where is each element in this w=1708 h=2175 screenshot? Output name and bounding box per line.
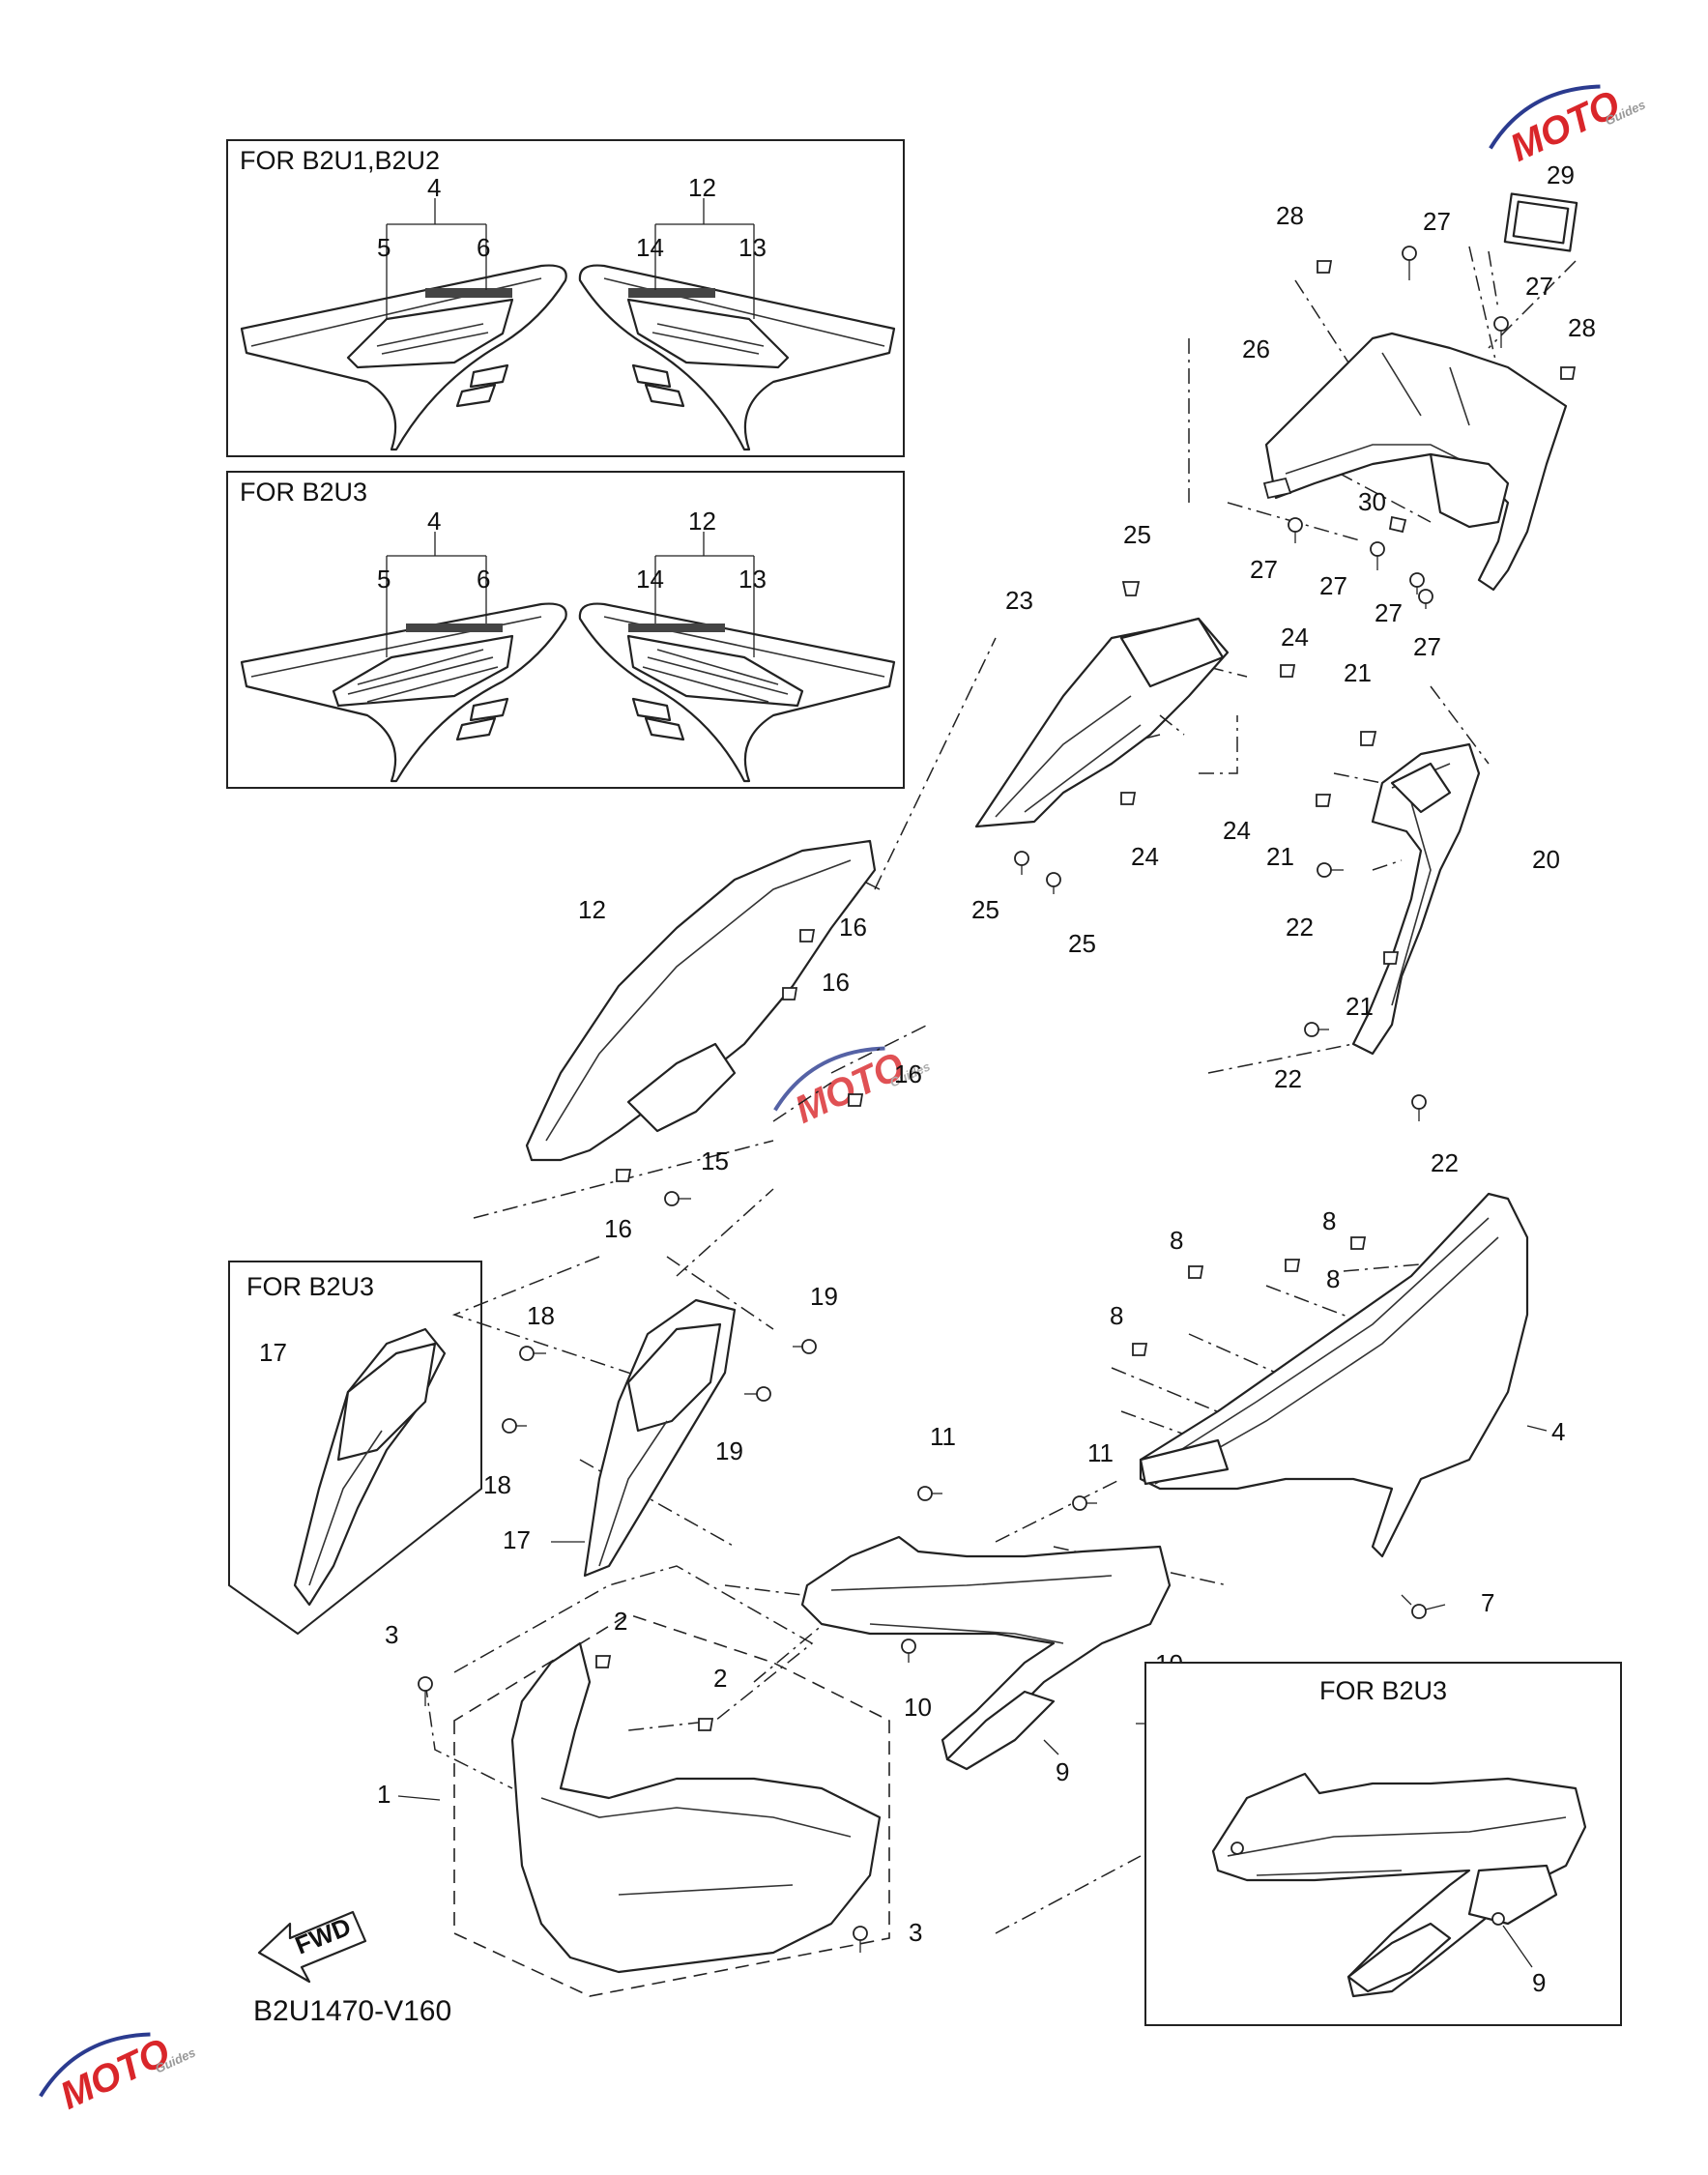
callout-6: 6	[477, 233, 490, 262]
inset-box-b2u3-top: FOR B2U3 4 5 6 12 14 13	[226, 471, 905, 789]
callout-5: 5	[377, 565, 391, 594]
callout-21: 21	[1346, 992, 1374, 1021]
callout-4: 4	[427, 173, 441, 202]
callout-28: 28	[1276, 201, 1304, 230]
callout-13: 13	[738, 233, 767, 262]
diagram-code: B2U1470-V160	[253, 1995, 451, 2027]
tail-cover-assembly: 28 27 29 27 28 26 30 27 27 27 27	[1188, 160, 1596, 661]
callout-30: 30	[1358, 487, 1386, 516]
bracket-20: 21 24 21 20 22 21 22 22	[1159, 658, 1560, 1177]
callout-16: 16	[822, 968, 850, 997]
callout-24: 24	[1131, 842, 1159, 871]
callout-2: 2	[614, 1607, 627, 1636]
callout-3: 3	[909, 1918, 922, 1947]
callout-27: 27	[1525, 272, 1553, 301]
callout-12: 12	[688, 173, 716, 202]
callout-8: 8	[1326, 1264, 1340, 1293]
callout-4: 4	[1551, 1417, 1565, 1446]
callout-24: 24	[1281, 623, 1309, 652]
callout-27: 27	[1375, 598, 1403, 627]
callout-16: 16	[894, 1059, 922, 1088]
callout-7: 7	[1481, 1588, 1494, 1617]
callout-22: 22	[1286, 913, 1314, 942]
callout-11: 11	[1087, 1438, 1114, 1467]
callout-11: 11	[930, 1422, 956, 1451]
callout-23: 23	[1005, 586, 1033, 615]
callout-14: 14	[636, 233, 664, 262]
callout-17: 17	[259, 1338, 287, 1367]
callout-27: 27	[1413, 632, 1441, 661]
callout-3: 3	[385, 1620, 398, 1649]
callout-25: 25	[971, 895, 999, 924]
callout-29: 29	[1547, 160, 1575, 189]
callout-4: 4	[427, 507, 441, 536]
inset-box-b2u1-b2u2: FOR B2U1,B2U2 4 5 6 12 14 13	[226, 139, 905, 457]
callout-22: 22	[1274, 1064, 1302, 1093]
callout-8: 8	[1322, 1206, 1336, 1235]
callout-9: 9	[1056, 1757, 1069, 1786]
callout-14: 14	[636, 565, 664, 594]
callout-13: 13	[738, 565, 767, 594]
side-cover-4: 8 8 8 8 4 7	[1110, 1192, 1565, 1619]
callout-24: 24	[1223, 816, 1251, 845]
inset-box-title: FOR B2U3	[1319, 1676, 1447, 1705]
callout-22: 22	[1431, 1148, 1459, 1177]
inset-box-b2u3-right: FOR B2U3 9	[1144, 1662, 1622, 2026]
side-cover-12: 12 16 16 16 15 16	[473, 637, 997, 1277]
front-fender-1: 3 2 2 1 3	[377, 1565, 922, 1997]
callout-27: 27	[1423, 207, 1451, 236]
callout-12: 12	[688, 507, 716, 536]
callout-21: 21	[1344, 658, 1372, 687]
inset-box-b2u3-left: FOR B2U3 17	[228, 1261, 482, 1636]
callout-25: 25	[1068, 929, 1096, 958]
callout-8: 8	[1110, 1301, 1123, 1330]
callout-8: 8	[1170, 1226, 1183, 1255]
callout-21: 21	[1266, 842, 1294, 871]
callout-9: 9	[1532, 1968, 1546, 1997]
inset-box-title: FOR B2U3	[246, 1272, 374, 1301]
callout-2: 2	[713, 1664, 727, 1693]
callout-16: 16	[839, 913, 867, 942]
inset-box-title: FOR B2U3	[240, 478, 367, 507]
callout-6: 6	[477, 565, 490, 594]
panel-17-main: 18 19 19 18 17	[451, 1256, 838, 1578]
callout-25: 25	[1123, 520, 1151, 549]
callout-5: 5	[377, 233, 391, 262]
callout-27: 27	[1319, 571, 1347, 600]
watermark-logo-bottom-left: MOTO Guides	[39, 2031, 198, 2118]
callout-18: 18	[527, 1301, 555, 1330]
callout-28: 28	[1568, 313, 1596, 342]
callout-18: 18	[483, 1470, 511, 1499]
callout-17: 17	[503, 1525, 531, 1554]
callout-1: 1	[377, 1780, 391, 1809]
callout-20: 20	[1532, 845, 1560, 874]
callout-27: 27	[1250, 555, 1278, 584]
bracket-23: 25 23 24 24 25 25	[971, 520, 1309, 958]
callout-16: 16	[604, 1214, 632, 1243]
callout-26: 26	[1242, 334, 1270, 363]
callout-12: 12	[578, 895, 606, 924]
callout-15: 15	[701, 1146, 729, 1175]
callout-19: 19	[715, 1436, 743, 1465]
callout-19: 19	[810, 1282, 838, 1311]
inset-box-title: FOR B2U1,B2U2	[240, 146, 440, 175]
fwd-arrow-icon: FWD	[257, 1910, 367, 1984]
callout-10: 10	[904, 1693, 932, 1722]
